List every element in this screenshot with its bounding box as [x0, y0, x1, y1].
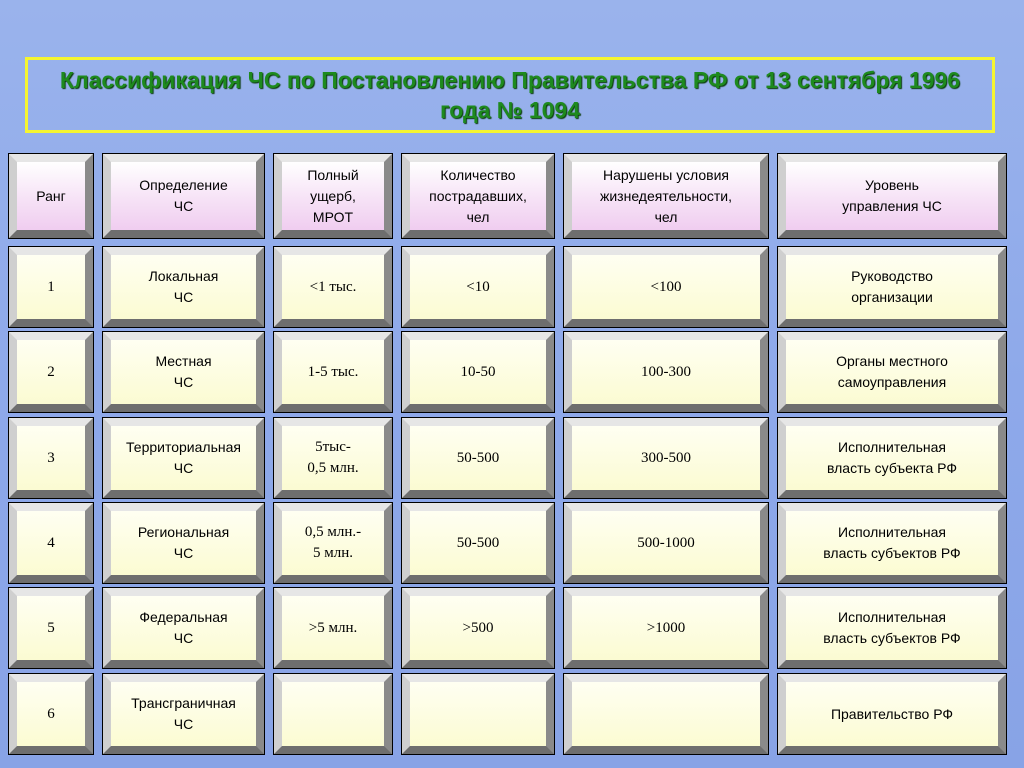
- row-6-management-level-text: Правительство РФ: [830, 705, 954, 722]
- row-4-disrupted: 500-1000: [563, 502, 769, 584]
- row-2-damage-text: 1-5 тыс.: [307, 363, 359, 380]
- row-3-victims-text: 50-500: [456, 449, 500, 466]
- row-6-rank-text: 6: [47, 705, 55, 722]
- row-1-management-level: Руководство организации: [777, 246, 1007, 328]
- row-2-management-level-text: Органы местного самоуправления: [836, 353, 948, 390]
- row-5-management-level: Исполнительная власть субъектов РФ: [777, 587, 1007, 669]
- row-1-victims-text: <10: [466, 278, 490, 295]
- header-management-level-text: Уровень управления ЧС: [842, 177, 942, 214]
- row-6-management-level: Правительство РФ: [777, 673, 1007, 755]
- row-4-disrupted-text: 500-1000: [637, 534, 695, 551]
- row-5-definition-text: Федеральная ЧС: [139, 609, 228, 646]
- title-box: Классификация ЧС по Постановлению Правит…: [25, 57, 995, 133]
- row-6-definition: Трансграничная ЧС: [102, 673, 265, 755]
- row-5-disrupted: >1000: [563, 587, 769, 669]
- row-3-rank: 3: [8, 417, 94, 499]
- row-5-definition: Федеральная ЧС: [102, 587, 265, 669]
- row-2-definition: Местная ЧС: [102, 331, 265, 413]
- header-rank: Ранг: [8, 153, 94, 239]
- row-1-definition: Локальная ЧС: [102, 246, 265, 328]
- row-1-rank-text: 1: [47, 278, 55, 295]
- row-4-rank-text: 4: [47, 534, 55, 551]
- row-3-management-level-text: Исполнительная власть субъекта РФ: [827, 439, 957, 476]
- row-5-rank-text: 5: [47, 619, 55, 636]
- row-2-damage: 1-5 тыс.: [273, 331, 393, 413]
- row-2-victims-text: 10-50: [460, 363, 496, 380]
- row-4-definition: Региональная ЧС: [102, 502, 265, 584]
- row-5-rank: 5: [8, 587, 94, 669]
- row-6-disrupted: [563, 673, 769, 755]
- row-1-disrupted-text: <100: [650, 278, 682, 295]
- row-2-definition-text: Местная ЧС: [155, 353, 212, 390]
- row-5-damage: >5 млн.: [273, 587, 393, 669]
- row-4-management-level: Исполнительная власть субъектов РФ: [777, 502, 1007, 584]
- row-3-disrupted-text: 300-500: [641, 449, 691, 466]
- row-5-damage-text: >5 млн.: [308, 619, 358, 636]
- row-6-rank: 6: [8, 673, 94, 755]
- row-4-damage: 0,5 млн.- 5 млн.: [273, 502, 393, 584]
- header-disrupted-text: Нарушены условия жизнедеятельности, чел: [599, 166, 733, 225]
- row-2-disrupted: 100-300: [563, 331, 769, 413]
- row-3-definition-text: Территориальная ЧС: [126, 439, 241, 476]
- row-3-disrupted: 300-500: [563, 417, 769, 499]
- row-4-victims: 50-500: [401, 502, 555, 584]
- row-4-management-level-text: Исполнительная власть субъектов РФ: [823, 524, 961, 561]
- row-5-management-level-text: Исполнительная власть субъектов РФ: [823, 609, 961, 646]
- row-1-definition-text: Локальная ЧС: [148, 268, 219, 305]
- row-3-damage-text: 5тыс- 0,5 млн.: [307, 439, 359, 476]
- row-3-rank-text: 3: [47, 449, 55, 466]
- row-5-victims-text: >500: [462, 619, 494, 636]
- row-6-victims: [401, 673, 555, 755]
- header-damage-text: Полный ущерб, МРОТ: [307, 166, 359, 225]
- row-3-victims: 50-500: [401, 417, 555, 499]
- row-1-disrupted: <100: [563, 246, 769, 328]
- header-rank-text: Ранг: [36, 187, 66, 204]
- row-1-management-level-text: Руководство организации: [851, 268, 933, 305]
- row-2-management-level: Органы местного самоуправления: [777, 331, 1007, 413]
- row-6-damage: [273, 673, 393, 755]
- header-management-level: Уровень управления ЧС: [777, 153, 1007, 239]
- row-4-victims-text: 50-500: [456, 534, 500, 551]
- header-definition: Определение ЧС: [102, 153, 265, 239]
- row-6-definition-text: Трансграничная ЧС: [131, 695, 236, 732]
- row-4-damage-text: 0,5 млн.- 5 млн.: [304, 524, 362, 561]
- row-3-definition: Территориальная ЧС: [102, 417, 265, 499]
- row-2-rank-text: 2: [47, 363, 55, 380]
- header-victims: Количество пострадавших, чел: [401, 153, 555, 239]
- row-1-victims: <10: [401, 246, 555, 328]
- row-2-victims: 10-50: [401, 331, 555, 413]
- row-4-rank: 4: [8, 502, 94, 584]
- header-damage: Полный ущерб, МРОТ: [273, 153, 393, 239]
- header-disrupted: Нарушены условия жизнедеятельности, чел: [563, 153, 769, 239]
- row-3-damage: 5тыс- 0,5 млн.: [273, 417, 393, 499]
- row-5-disrupted-text: >1000: [646, 619, 686, 636]
- page-title: Классификация ЧС по Постановлению Правит…: [59, 67, 961, 123]
- row-1-damage-text: <1 тыс.: [309, 278, 357, 295]
- header-victims-text: Количество пострадавших, чел: [429, 166, 527, 225]
- row-2-disrupted-text: 100-300: [641, 363, 691, 380]
- row-1-damage: <1 тыс.: [273, 246, 393, 328]
- row-1-rank: 1: [8, 246, 94, 328]
- row-4-definition-text: Региональная ЧС: [137, 524, 230, 561]
- row-3-management-level: Исполнительная власть субъекта РФ: [777, 417, 1007, 499]
- row-2-rank: 2: [8, 331, 94, 413]
- row-5-victims: >500: [401, 587, 555, 669]
- header-definition-text: Определение ЧС: [139, 177, 228, 214]
